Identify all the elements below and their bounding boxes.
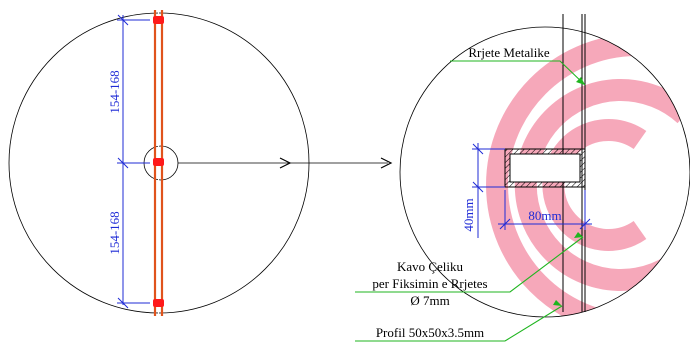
right-view: 40mm 80mm Rrjete Metalike Kavo Çeliku pe…: [355, 14, 690, 342]
anchor-bottom: [153, 299, 164, 307]
cable-label-line2: per Fiksimin e Rrjetes: [372, 276, 487, 291]
profile-section-inner: [509, 153, 581, 183]
upper-dimension-label: 154-168: [107, 70, 122, 113]
left-view: 154-168 154-168: [8, 10, 310, 316]
lower-dimension-label: 154-168: [107, 211, 122, 254]
anchor-middle: [153, 158, 164, 166]
left-dimension: [117, 14, 150, 309]
profile-label: Profil 50x50x3.5mm: [376, 325, 484, 340]
profile-leader: [355, 305, 563, 342]
height-dimension-label: 40mm: [461, 198, 476, 231]
detail-arrow: [178, 157, 393, 169]
cable-leader: [355, 236, 584, 293]
anchor-top: [153, 16, 164, 24]
width-dimension: [498, 190, 592, 230]
width-dimension-label: 80mm: [528, 208, 561, 223]
leader-arrowheads: [553, 77, 585, 306]
height-dimension: [472, 143, 505, 238]
leader-lines: [355, 60, 586, 342]
cable-label-line1: Kavo Çeliku: [397, 259, 464, 274]
cable-label-line3: Ø 7mm: [410, 293, 449, 308]
mesh-leader: [450, 60, 586, 86]
mesh-label: Rrjete Metalike: [468, 45, 549, 60]
